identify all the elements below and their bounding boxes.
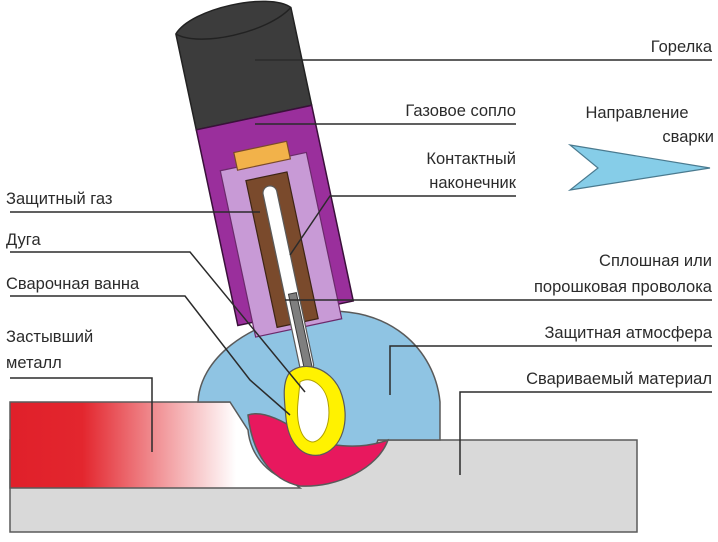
leader-base-material bbox=[459, 391, 712, 475]
label-direction-1: Направление bbox=[585, 104, 689, 122]
label-wire-2: порошковая проволока bbox=[534, 278, 712, 296]
label-contact-tip-1: Контактный bbox=[426, 150, 516, 168]
label-weld-pool: Сварочная ванна bbox=[6, 275, 140, 293]
label-torch: Горелка bbox=[650, 38, 712, 56]
label-base-material: Свариваемый материал bbox=[526, 370, 712, 388]
leader-lines bbox=[10, 59, 712, 475]
leader-solidified bbox=[10, 377, 153, 452]
arc bbox=[283, 365, 346, 456]
leader-atmosphere bbox=[389, 345, 712, 395]
label-atmosphere: Защитная атмосфера bbox=[544, 324, 712, 342]
leader-contact-tip bbox=[289, 195, 516, 256]
label-solidified-1: Застывший bbox=[6, 328, 94, 346]
leader-arc bbox=[10, 251, 306, 393]
torch bbox=[175, 0, 355, 418]
label-shielding-gas: Защитный газ bbox=[6, 190, 113, 208]
torch-head bbox=[175, 0, 313, 131]
label-direction-2: сварки bbox=[662, 128, 714, 146]
leader-weld-pool bbox=[10, 295, 291, 416]
label-contact-tip-2: наконечник bbox=[429, 174, 516, 192]
label-solidified-2: металл bbox=[6, 354, 62, 372]
label-wire-1: Сплошная или bbox=[599, 252, 712, 270]
arrow-right-icon bbox=[567, 144, 711, 191]
label-arc: Дуга bbox=[6, 231, 41, 249]
label-gas-nozzle: Газовое сопло bbox=[405, 102, 516, 120]
gas-diffuser bbox=[233, 140, 292, 171]
